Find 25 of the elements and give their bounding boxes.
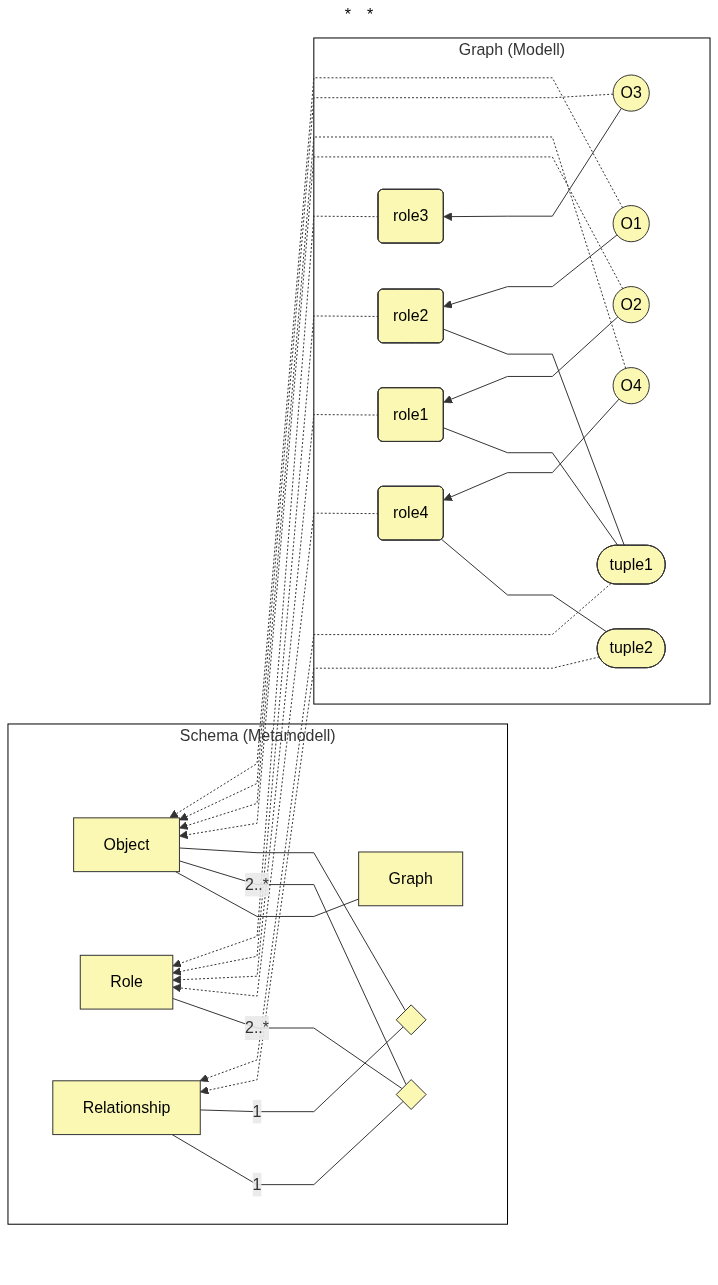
connector (174, 871, 360, 917)
connector (172, 997, 403, 1089)
node-diamond (395, 1079, 427, 1110)
connector (441, 539, 608, 633)
arrow (443, 107, 622, 221)
connector (171, 1101, 404, 1186)
node-circle: O2 (612, 286, 650, 324)
node-circle: O1 (612, 205, 650, 243)
node-box: Role (79, 954, 174, 1010)
edge-label: 1 (252, 1175, 262, 1193)
edge-label: 1 (252, 1102, 262, 1120)
node-box: Graph (358, 851, 464, 907)
connector (178, 847, 406, 1011)
node-box: Object (73, 817, 180, 873)
connector (443, 427, 619, 547)
node-diamond (395, 1004, 427, 1036)
connector (178, 860, 407, 1085)
edge-label: 2..* (245, 1019, 269, 1036)
node-circle: O3 (612, 74, 650, 112)
multiplicity-label: * (367, 6, 374, 24)
multiplicity-label: * (344, 6, 351, 24)
node-box: Relationship (52, 1080, 201, 1136)
edge-label: 2..* (245, 875, 269, 893)
node-circle: O4 (612, 367, 650, 405)
connector (199, 1026, 404, 1113)
